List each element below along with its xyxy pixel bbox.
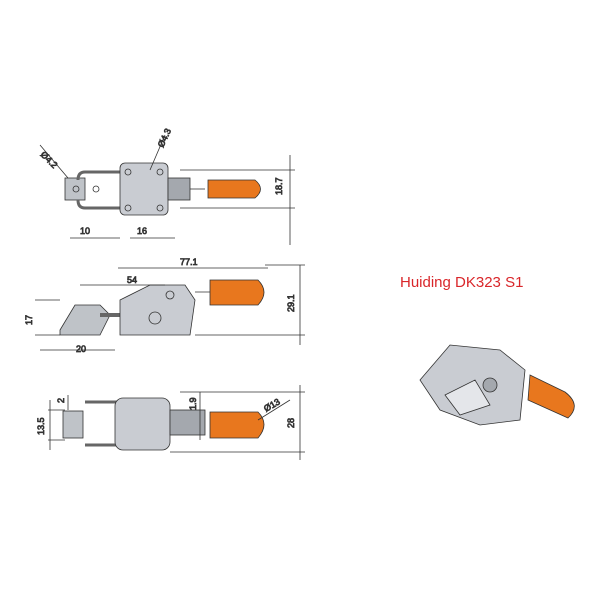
dim-side-h: 17 (24, 315, 34, 325)
dim-front-h4: 28 (286, 418, 296, 428)
product-title: Huiding DK323 S1 (400, 274, 524, 291)
dim-side-h2: 29.1 (286, 294, 296, 312)
side-view: 77.1 54 17 20 29.1 (24, 257, 305, 354)
isometric-view (419, 344, 575, 426)
dim-top-w1: 10 (80, 226, 90, 236)
front-view: 13.5 2 1.9 Ø13 28 (36, 385, 305, 460)
dim-top-d2: Ø4.3 (156, 127, 173, 149)
dim-front-h2: 2 (56, 398, 66, 403)
dim-top-h: 18.7 (274, 177, 284, 195)
dim-side-w: 20 (76, 344, 86, 354)
dim-side-len: 77.1 (180, 257, 198, 267)
dim-front-h1: 13.5 (36, 417, 46, 435)
top-view: Ø4.2 Ø4.3 10 16 18.7 (38, 127, 295, 245)
dim-top-d1: Ø4.2 (39, 149, 60, 170)
dim-side-len2: 54 (127, 275, 137, 285)
dim-front-h3: 1.9 (188, 397, 198, 410)
dim-top-w2: 16 (137, 226, 147, 236)
